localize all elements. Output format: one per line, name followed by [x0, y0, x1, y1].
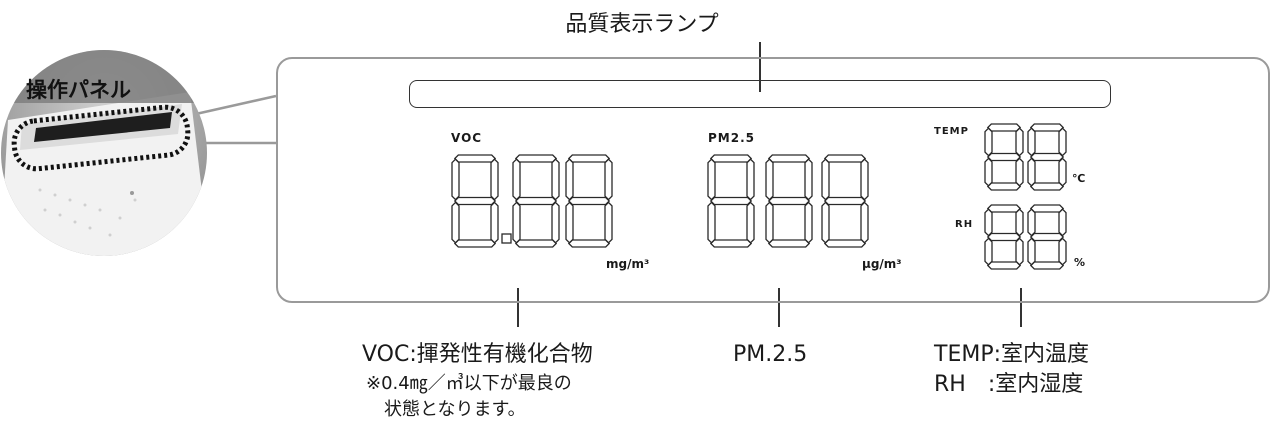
pm25-digit-1-seg-f	[707, 158, 716, 201]
voc-digit-1-seg-d	[453, 239, 497, 248]
rh-digit-2-seg-d	[1029, 261, 1065, 270]
quality-lamp-bar	[409, 80, 1111, 108]
pm25-digit-3-seg-d	[823, 239, 867, 248]
rh-digit-1-seg-b	[1015, 208, 1024, 237]
pm25-caption: PM.2.5	[733, 342, 808, 367]
temp-digit-2-seg-g	[1029, 152, 1065, 162]
pm25-digit-3-seg-a	[823, 154, 867, 163]
voc-digit-1-seg-f	[451, 158, 460, 201]
pm25-digit-2-seg-d	[767, 239, 811, 248]
voc-digit-1-seg-a	[453, 154, 497, 163]
rh-unit: %	[1074, 256, 1086, 269]
voc-digit-3-seg-c	[604, 201, 613, 244]
temp-digit-1-seg-e	[984, 157, 993, 187]
rh-digit-1-seg-f	[984, 208, 993, 237]
temp-digit-1-seg-f	[984, 127, 993, 157]
voc-digit-2-seg-g	[514, 196, 558, 206]
voc-digit-2-seg-a	[514, 154, 558, 163]
rh-digit-2-seg-f	[1027, 208, 1036, 237]
pm25-digit-3-seg-b	[860, 158, 869, 201]
pm25-digit-1-seg-d	[709, 239, 753, 248]
voc-digit-1-seg-g	[453, 196, 497, 206]
temp-digit-1-seg-a	[986, 123, 1022, 132]
rh-digit-1-seg-a	[986, 204, 1022, 213]
temp-digit-2-seg-a	[1029, 123, 1065, 132]
inset-photo	[1, 50, 207, 256]
pm25-digit-3-seg-f	[821, 158, 830, 201]
voc-decimal-point	[501, 233, 512, 244]
voc-digit-2-seg-c	[551, 201, 560, 244]
pm25-digit-3-seg-e	[821, 201, 830, 244]
voc-digit-3-seg-f	[565, 158, 574, 201]
voc-digit-3-seg-e	[565, 201, 574, 244]
pm25-digit-1-seg-c	[746, 201, 755, 244]
voc-digit-3-seg-a	[567, 154, 611, 163]
voc-digit-2-seg-f	[512, 158, 521, 201]
pm25-digit-1-seg-b	[746, 158, 755, 201]
pm25-digit-2-seg-e	[765, 201, 774, 244]
voc-digit-1-seg-e	[451, 201, 460, 244]
temp-digit-1-seg-c	[1015, 157, 1024, 187]
rh-digit-2-seg-a	[1029, 204, 1065, 213]
temp-caption: TEMP:室内温度	[934, 342, 1089, 367]
voc-digit-2-seg-e	[512, 201, 521, 244]
pm25-digit-2-seg-c	[804, 201, 813, 244]
rh-digit-2-seg-e	[1027, 237, 1036, 266]
rh-digit-2-seg-c	[1058, 237, 1067, 266]
pm25-digit-2-seg-a	[767, 154, 811, 163]
temp-digit-2-seg-b	[1058, 127, 1067, 157]
temp-digit-2-seg-d	[1029, 182, 1065, 191]
pm25-label: PM2.5	[708, 131, 755, 145]
temp-digit-2-seg-c	[1058, 157, 1067, 187]
temp-label: TEMP	[934, 126, 969, 137]
voc-digit-2-seg-d	[514, 239, 558, 248]
voc-label: VOC	[451, 131, 483, 145]
pm25-digit-1-seg-e	[707, 201, 716, 244]
voc-digit-2-seg-b	[551, 158, 560, 201]
pm25-digit-1-seg-a	[709, 154, 753, 163]
voc-digit-1-seg-c	[490, 201, 499, 244]
temp-digit-2-seg-e	[1027, 157, 1036, 187]
temp-digit-1-seg-b	[1015, 127, 1024, 157]
pm25-digit-2-seg-b	[804, 158, 813, 201]
lamp-title: 品質表示ランプ	[565, 12, 719, 37]
rh-label: RH	[955, 219, 974, 230]
rh-digit-1-seg-g	[986, 232, 1022, 242]
pm25-digit-1-seg-g	[709, 196, 753, 206]
voc-note-line1: ※0.4㎎／㎥以下が最良の	[366, 373, 572, 394]
voc-unit: mg/m³	[606, 257, 650, 271]
temp-digit-1-seg-g	[986, 152, 1022, 162]
temp-unit: ℃	[1072, 172, 1086, 185]
rh-caption: RH :室内湿度	[934, 372, 1084, 397]
voc-digit-3-seg-b	[604, 158, 613, 201]
voc-digit-3-seg-d	[567, 239, 611, 248]
voc-digit-3-seg-g	[567, 196, 611, 206]
temp-digit-2-seg-f	[1027, 127, 1036, 157]
rh-digit-2-seg-g	[1029, 232, 1065, 242]
pm25-digit-2-seg-g	[767, 196, 811, 206]
rh-digit-1-seg-c	[1015, 237, 1024, 266]
temp-digit-1-seg-d	[986, 182, 1022, 191]
inset-label: 操作パネル	[26, 78, 131, 102]
voc-digit-1-seg-b	[490, 158, 499, 201]
pm25-digit-2-seg-f	[765, 158, 774, 201]
voc-caption: VOC:揮発性有機化合物	[362, 342, 593, 367]
pm25-digit-3-seg-g	[823, 196, 867, 206]
rh-digit-1-seg-d	[986, 261, 1022, 270]
pm25-unit: µg/m³	[862, 257, 902, 271]
voc-note-line2: 状態となります。	[384, 399, 526, 420]
rh-digit-1-seg-e	[984, 237, 993, 266]
panel-frame	[276, 57, 1270, 303]
pm25-digit-3-seg-c	[860, 201, 869, 244]
rh-digit-2-seg-b	[1058, 208, 1067, 237]
